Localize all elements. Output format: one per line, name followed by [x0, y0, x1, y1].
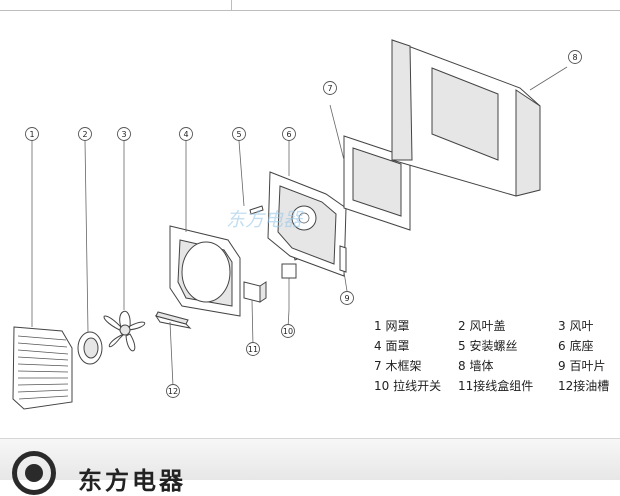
legend-row: 1 网罩 2 风叶盖 3 风叶	[374, 316, 620, 336]
watermark: 东方电器	[226, 209, 304, 231]
svg-text:3: 3	[121, 130, 126, 139]
svg-text:2: 2	[82, 130, 87, 139]
legend-item: 4 面罩	[374, 339, 410, 353]
legend-row: 7 木框架 8 墙体 9 百叶片	[374, 356, 620, 376]
part-4-face-cover	[169, 225, 241, 317]
callout-12: 12	[166, 384, 180, 398]
callout-9: 9	[340, 291, 354, 305]
part-12-oil-tray	[154, 311, 192, 329]
svg-text:10: 10	[283, 327, 293, 336]
legend-item: 7 木框架	[374, 359, 422, 373]
callout-4: 4	[179, 127, 193, 141]
callout-8: 8	[568, 50, 582, 64]
part-10-pull-switch	[281, 263, 297, 310]
callout-5: 5	[232, 127, 246, 141]
legend-item: 12接油槽	[558, 379, 610, 393]
legend-item: 6 底座	[558, 339, 594, 353]
svg-text:4: 4	[183, 130, 188, 139]
svg-text:12: 12	[168, 387, 178, 396]
part-8-wall	[391, 39, 541, 197]
svg-text:8: 8	[572, 53, 577, 62]
callout-1: 1	[25, 127, 39, 141]
top-strip	[0, 0, 620, 11]
svg-text:7: 7	[327, 84, 332, 93]
callout-7: 7	[323, 81, 337, 95]
legend-item: 10 拉线开关	[374, 379, 442, 393]
callout-3: 3	[117, 127, 131, 141]
legend-row: 10 拉线开关 11接线盒组件 12接油槽	[374, 376, 620, 396]
legend-item: 9 百叶片	[558, 359, 606, 373]
brand-logo-center	[25, 464, 43, 482]
part-9-louver	[339, 245, 347, 273]
parts-legend: 1 网罩 2 风叶盖 3 风叶 4 面罩 5 安装螺丝 6 底座 7 木框架 8…	[374, 316, 620, 396]
legend-row: 4 面罩 5 安装螺丝 6 底座	[374, 336, 620, 356]
legend-item: 3 风叶	[558, 319, 594, 333]
legend-item: 5 安装螺丝	[458, 339, 518, 353]
svg-text:11: 11	[248, 345, 258, 354]
part-6-base	[267, 171, 347, 277]
part-1-grille	[12, 326, 73, 410]
svg-text:5: 5	[236, 130, 241, 139]
legend-item: 8 墙体	[458, 359, 494, 373]
legend-item: 11接线盒组件	[458, 379, 534, 393]
part-11-junction-box	[243, 281, 267, 303]
part-2-fan-cover	[77, 331, 103, 365]
leader-lines	[31, 66, 568, 387]
callout-6: 6	[282, 127, 296, 141]
footer-banner: 东方电器	[0, 438, 620, 495]
callout-10: 10	[281, 324, 295, 338]
svg-text:6: 6	[286, 130, 291, 139]
svg-text:1: 1	[29, 130, 34, 139]
part-3-fan-blade	[103, 310, 146, 352]
top-divider	[231, 0, 232, 10]
callout-2: 2	[78, 127, 92, 141]
legend-item: 1 网罩	[374, 319, 410, 333]
exploded-diagram: 东方电器 1 2 3 4 5 6 7 8 9 10 11 12	[12, 39, 582, 410]
svg-text:9: 9	[344, 294, 349, 303]
callout-11: 11	[246, 342, 260, 356]
legend-item: 2 风叶盖	[458, 319, 506, 333]
